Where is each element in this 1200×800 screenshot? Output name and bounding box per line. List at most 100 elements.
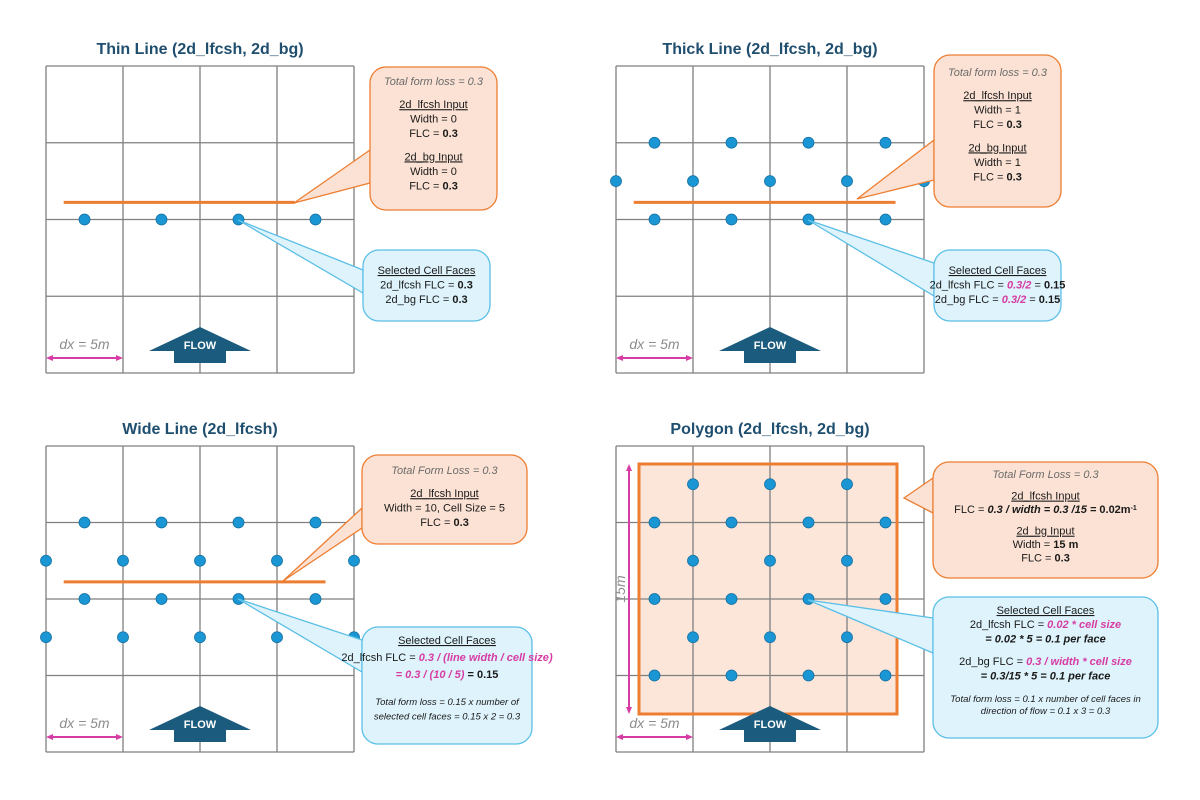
blue-line: Selected Cell Faces bbox=[997, 605, 1095, 617]
dx-label: dx = 5m bbox=[629, 715, 680, 731]
orange-line: Width = 0 bbox=[410, 114, 457, 126]
cell-face-dot bbox=[155, 593, 168, 605]
orange-line: Total form loss = 0.3 bbox=[384, 76, 484, 88]
blue-text-part: 0.3 / width * cell size bbox=[1026, 656, 1132, 668]
flow-arrow-icon bbox=[719, 706, 821, 742]
input-callout: Total Form Loss = 0.3 2d_lfcsh InputWidth… bbox=[282, 454, 528, 582]
blue-text-part: Selected Cell Faces bbox=[949, 265, 1047, 277]
blue-text-part: 2d_bg FLC = bbox=[935, 294, 1002, 306]
orange-text-part: Width = bbox=[1013, 539, 1054, 551]
cell-face-dot bbox=[117, 631, 129, 644]
callout-box bbox=[362, 249, 491, 322]
orange-line: Total Form Loss = 0.3 bbox=[992, 469, 1099, 481]
cell-face-dot bbox=[841, 631, 853, 644]
blue-line: direction of flow = 0.1 x 3 = 0.3 bbox=[981, 706, 1111, 717]
height-label: 15m bbox=[612, 575, 628, 603]
cell-face-dot bbox=[802, 669, 815, 682]
blue-text-part: 0.02 * cell size bbox=[1047, 619, 1121, 631]
orange-line: FLC = 0.3 bbox=[973, 119, 1022, 131]
arrowhead-left-icon bbox=[616, 734, 623, 740]
cell-face-dot bbox=[40, 554, 52, 567]
panel-title: Thick Line (2d_lfcsh, 2d_bg) bbox=[662, 41, 877, 58]
panel-thick-line: Thick Line (2d_lfcsh, 2d_bg)dx = 5m FLOW bbox=[610, 41, 930, 374]
arrowhead-down-icon bbox=[626, 707, 632, 714]
callout-box bbox=[932, 461, 1159, 579]
cell-face-dot bbox=[610, 175, 622, 188]
orange-text-part: Width = 0 bbox=[410, 114, 457, 126]
cell-face-dot bbox=[764, 554, 776, 567]
orange-line: Total Form Loss = 0.3 bbox=[391, 465, 498, 477]
orange-line: 2d_bg Input bbox=[968, 142, 1026, 154]
blue-text-part: 0.3/2 bbox=[1002, 294, 1026, 306]
blue-text-part: Total form loss = 0.1 x number of cell f… bbox=[950, 694, 1141, 705]
blue-text-part: ) bbox=[460, 669, 465, 681]
cell-face-dot bbox=[78, 593, 91, 605]
arrowhead-up-icon bbox=[626, 464, 632, 471]
dx-label: dx = 5m bbox=[629, 336, 680, 352]
cell-face-dot bbox=[764, 478, 776, 491]
orange-text-part: 0.3 bbox=[1007, 171, 1022, 183]
blue-line: Selected Cell Faces bbox=[398, 635, 496, 647]
cell-face-dot bbox=[309, 516, 322, 529]
blue-line: 2d_bg FLC = 0.3 / width * cell size bbox=[959, 656, 1132, 668]
blue-text-part: 2d_lfcsh FLC = bbox=[930, 280, 1007, 292]
cell-face-dot bbox=[725, 593, 738, 605]
orange-text-part: 2d_lfcsh Input bbox=[1011, 491, 1080, 503]
cell-face-dot bbox=[725, 669, 738, 682]
cell-face-dot bbox=[764, 175, 776, 188]
blue-text-part: 0.3/2 bbox=[1007, 280, 1031, 292]
polygon-area bbox=[637, 462, 899, 716]
cell-face-dot bbox=[764, 631, 776, 644]
orange-line: Width = 10, Cell Size = 5 bbox=[384, 503, 505, 515]
panel-title: Wide Line (2d_lfcsh) bbox=[122, 421, 277, 438]
blue-text-part: = 0.3/15 * 5 = 0.1 per face bbox=[981, 670, 1111, 682]
orange-text-part: FLC = bbox=[954, 504, 987, 516]
orange-text-part: 2d_lfcsh Input bbox=[410, 488, 479, 500]
orange-text-part: 0.3 bbox=[454, 517, 469, 529]
callout-seam bbox=[362, 640, 367, 672]
orange-line: FLC = 0.3 bbox=[420, 517, 469, 529]
orange-text-part: FLC = bbox=[409, 128, 442, 140]
cell-face-dot bbox=[687, 631, 699, 644]
arrowhead-right-icon bbox=[686, 734, 693, 740]
blue-text-part: = 0.3 / ( bbox=[396, 669, 435, 681]
blue-line: Selected Cell Faces bbox=[949, 265, 1047, 277]
cell-face-dot bbox=[802, 516, 815, 529]
orange-text-part: -1 bbox=[1131, 505, 1137, 512]
callout-seam bbox=[934, 263, 939, 296]
orange-text-part: Width = 1 bbox=[974, 157, 1021, 169]
cell-face-dot bbox=[687, 554, 699, 567]
selected-faces-callout: Selected Cell Faces 2d_lfcsh FLC = 0.3/2 … bbox=[807, 219, 1066, 322]
orange-text-part: FLC = bbox=[973, 119, 1006, 131]
orange-text-part: 0.3 bbox=[1055, 553, 1070, 565]
callout-box bbox=[361, 454, 528, 545]
input-callout: Total form loss = 0.32d_lfcsh InputWidth… bbox=[293, 66, 498, 211]
blue-text-part: selected cell faces = 0.15 x 2 = 0.3 bbox=[374, 712, 521, 723]
flow-arrow-icon bbox=[719, 327, 821, 363]
blue-line: 2d_lfcsh FLC = 0.3/2 = 0.15 bbox=[930, 280, 1066, 292]
blue-text-part: 0.3 bbox=[458, 280, 473, 292]
orange-text-part: 0.3 bbox=[443, 180, 458, 192]
cell-face-dot bbox=[879, 213, 892, 226]
blue-text-part: 10 / 5 bbox=[433, 669, 461, 681]
orange-line: 2d_lfcsh Input bbox=[1011, 491, 1080, 503]
orange-line: FLC = 0.3 bbox=[409, 180, 458, 192]
cell-face-dot bbox=[841, 478, 853, 491]
cell-face-dot bbox=[648, 593, 661, 605]
cell-face-dot bbox=[725, 516, 738, 529]
blue-text-part: = bbox=[1026, 294, 1039, 306]
blue-text-part: Selected Cell Faces bbox=[378, 265, 476, 277]
cell-face-dot bbox=[232, 516, 245, 529]
cell-face-dot bbox=[648, 213, 661, 226]
cell-face-dot bbox=[879, 669, 892, 682]
blue-line: = 0.3 / (10 / 5) = 0.15 bbox=[396, 669, 499, 681]
callout-box bbox=[932, 596, 1159, 739]
blue-line: 2d_lfcsh FLC = 0.02 * cell size bbox=[970, 619, 1121, 631]
selected-faces-callout: Selected Cell Faces 2d_lfcsh FLC = 0.02 *… bbox=[807, 596, 1159, 739]
flow-label: FLOW bbox=[754, 340, 787, 352]
dx-label: dx = 5m bbox=[59, 336, 110, 352]
orange-text-part: FLC = bbox=[420, 517, 453, 529]
orange-text-part: Width = 1 bbox=[974, 105, 1021, 117]
callout-seam bbox=[933, 478, 938, 513]
